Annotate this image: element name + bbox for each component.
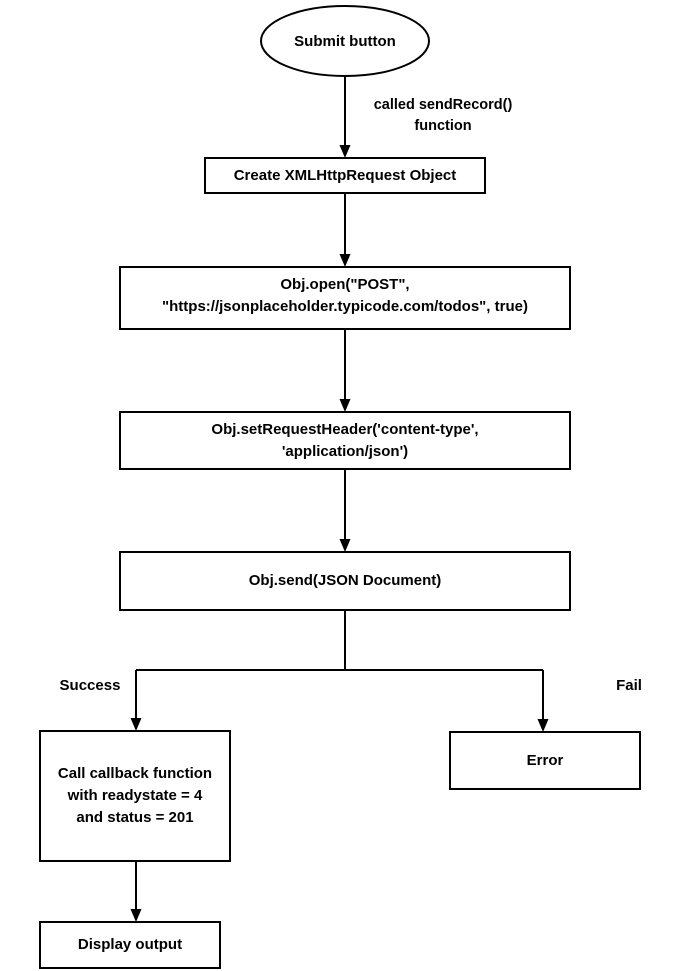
edge-label-called-sendrecord: called sendRecord() function	[374, 97, 513, 134]
edge-open-to-setheader	[339, 329, 351, 412]
edge-label-line-1: called sendRecord()	[374, 97, 513, 113]
edge-setheader-to-send	[339, 469, 351, 552]
arrow-head-icon	[339, 539, 351, 552]
rect-shape	[204, 157, 486, 194]
node-label-obj-open-line-1: Obj.open("POST",	[280, 276, 409, 293]
rect-shape	[39, 921, 221, 969]
edge-branch-success	[130, 670, 142, 731]
branch-label-success: Success	[60, 677, 121, 694]
rect-shape	[119, 266, 571, 330]
edge-branch-fail	[537, 670, 549, 732]
arrow-head-icon	[130, 718, 142, 731]
rect-shape	[39, 730, 231, 862]
node-label-setheader-line-1: Obj.setRequestHeader('content-type',	[211, 421, 478, 438]
node-label-callback-line-2: with readystate = 4	[67, 787, 203, 804]
node-submit-button[interactable]: Submit button	[260, 5, 430, 77]
node-label-obj-open-line-2: "https://jsonplaceholder.typicode.com/to…	[162, 298, 528, 315]
edge-send-to-branch	[136, 610, 543, 671]
arrow-head-icon	[537, 719, 549, 732]
ellipse-shape	[260, 5, 430, 77]
node-label-error: Error	[527, 752, 564, 769]
node-create-xhr-object[interactable]: Create XMLHttpRequest Object	[204, 157, 486, 194]
rect-shape	[449, 731, 641, 790]
arrow-head-icon	[339, 254, 351, 267]
node-label-callback-line-1: Call callback function	[58, 765, 212, 782]
node-error[interactable]: Error	[449, 731, 641, 790]
arrow-head-icon	[339, 399, 351, 412]
node-label-display-output: Display output	[78, 936, 182, 953]
edge-create-to-open	[339, 193, 351, 267]
edge-label-line-2: function	[414, 118, 471, 134]
node-display-output[interactable]: Display output	[39, 921, 221, 969]
node-label-callback-line-3: and status = 201	[76, 809, 193, 826]
node-obj-open[interactable]: Obj.open("POST", "https://jsonplaceholde…	[119, 266, 571, 330]
node-obj-setrequestheader[interactable]: Obj.setRequestHeader('content-type', 'ap…	[119, 411, 571, 470]
node-obj-send[interactable]: Obj.send(JSON Document)	[119, 551, 571, 611]
node-label-create-xhr-object: Create XMLHttpRequest Object	[234, 167, 457, 184]
edge-callback-to-display	[130, 861, 142, 922]
edge-start-to-create	[339, 76, 351, 158]
node-label-submit-button: Submit button	[294, 33, 396, 50]
rect-shape	[119, 411, 571, 470]
branch-label-fail: Fail	[616, 677, 642, 694]
arrow-head-icon	[130, 909, 142, 922]
node-call-callback[interactable]: Call callback function with readystate =…	[39, 730, 231, 862]
node-label-obj-send: Obj.send(JSON Document)	[249, 572, 442, 589]
rect-shape	[119, 551, 571, 611]
node-label-setheader-line-2: 'application/json')	[282, 443, 408, 460]
arrow-head-icon	[339, 145, 351, 158]
